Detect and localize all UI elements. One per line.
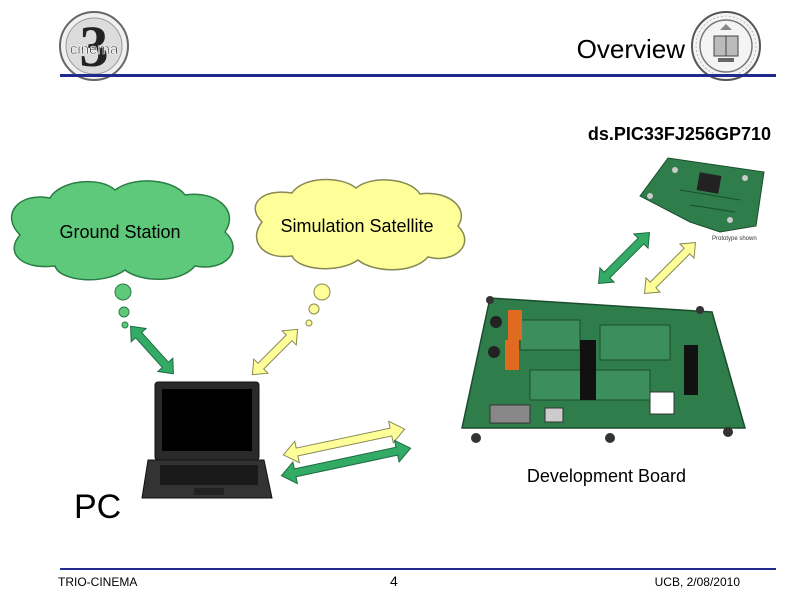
ground-thought-bubble-3 — [121, 321, 129, 329]
ground-station-label: Ground Station — [59, 222, 181, 242]
chip-board-arrow-green — [597, 231, 651, 285]
development-board-image — [461, 296, 746, 443]
logo-text: cinema — [70, 41, 119, 58]
ground-station-cloud — [10, 180, 234, 281]
cinema-logo: 3 cinema — [58, 10, 130, 82]
simulation-satellite-cloud — [254, 178, 466, 271]
chip-caption: Prototype shown — [712, 236, 757, 242]
chip-board-arrow-yellow — [643, 241, 697, 295]
page-title: Overview — [576, 34, 685, 64]
pc-label: PC — [74, 488, 122, 526]
cinema-logo-graphic: 3 cinema — [59, 11, 129, 81]
simulation-satellite-label: Simulation Satellite — [280, 216, 434, 236]
footer-right: UCB, 2/08/2010 — [654, 575, 740, 589]
pc-board-arrow-green — [280, 439, 412, 485]
satellite-pc-arrow — [251, 328, 299, 376]
university-seal-graphic — [691, 11, 761, 81]
ground-thought-bubble-2 — [118, 306, 130, 318]
ground-thought-bubble-1 — [114, 283, 132, 301]
chip-label: ds.PIC33FJ256GP710 — [587, 124, 771, 144]
pc-board-arrow-yellow — [282, 420, 406, 464]
footer-page-number: 4 — [390, 573, 398, 589]
chip-module-image — [639, 157, 765, 233]
footer-rule — [60, 568, 776, 570]
laptop-image — [141, 381, 273, 499]
ground-pc-arrow — [130, 325, 174, 375]
development-board-label: Development Board — [526, 466, 686, 486]
university-seal — [690, 10, 762, 82]
footer-left: TRIO-CINEMA — [58, 575, 138, 589]
satellite-thought-bubble-3 — [305, 319, 313, 327]
satellite-thought-bubble-2 — [308, 303, 320, 315]
satellite-thought-bubble-1 — [313, 283, 331, 301]
logo-numeral: 3 — [80, 14, 109, 79]
header-rule — [60, 74, 776, 77]
